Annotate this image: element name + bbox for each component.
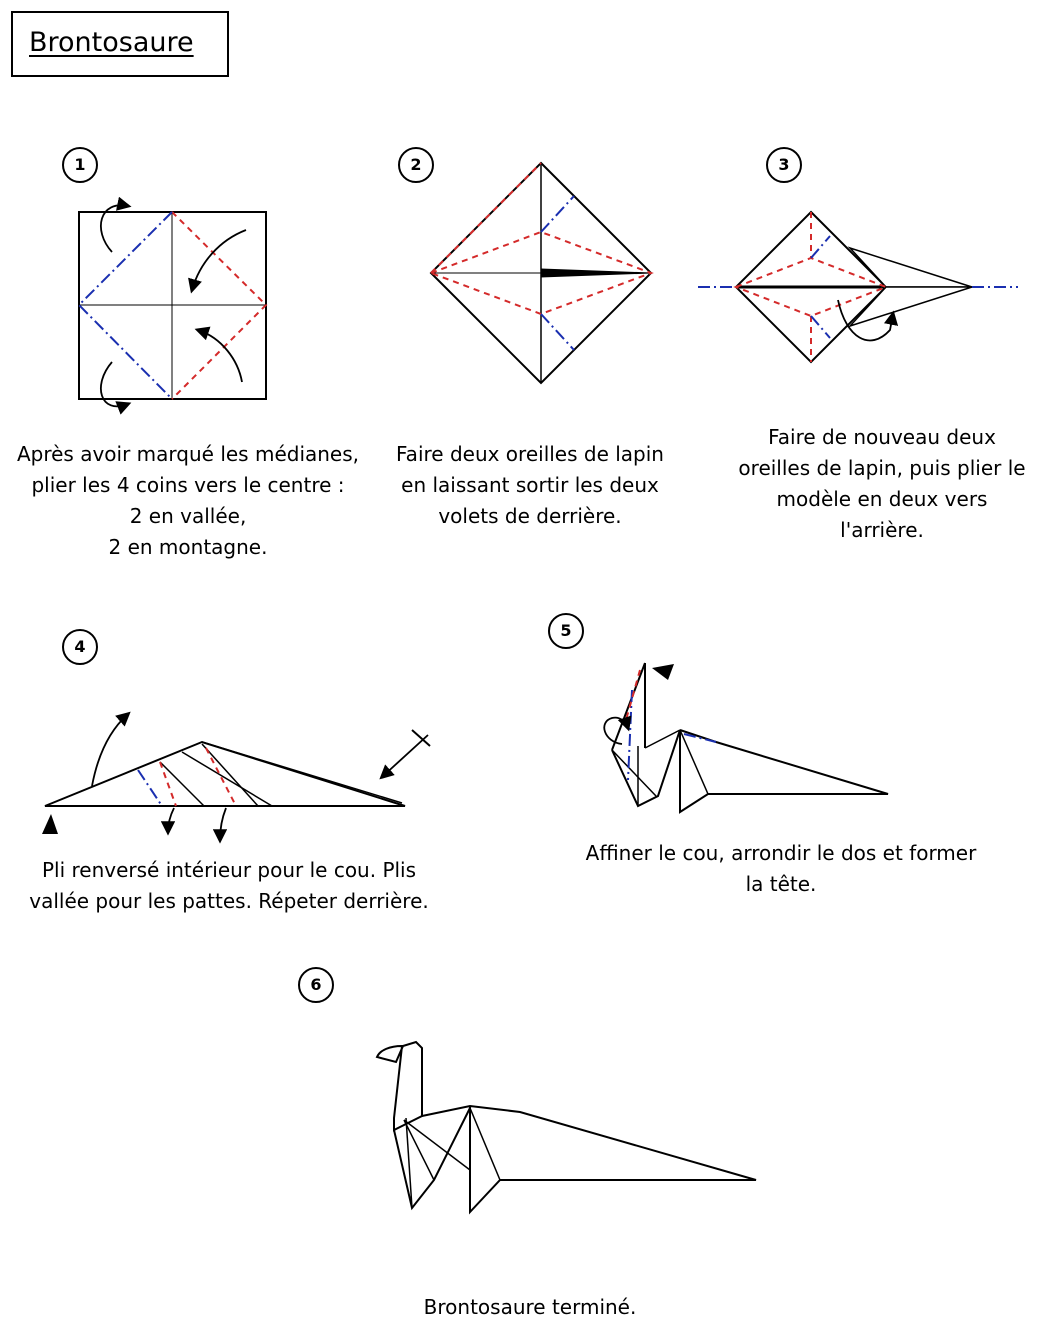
- step-3-caption-line: l'arrière.: [840, 518, 924, 542]
- step-6-number: 6: [298, 967, 334, 1003]
- valley-fold-line: [733, 256, 889, 318]
- curved-arrow: [160, 807, 176, 836]
- valley-fold-line: [171, 211, 268, 400]
- x-mark: [411, 729, 431, 747]
- crease-line: [181, 751, 273, 807]
- step-2-caption-line: en laissant sortir les deux: [401, 473, 659, 497]
- step-3-caption-line: modèle en deux vers: [776, 487, 988, 511]
- step-1-caption-line: 2 en vallée,: [129, 504, 247, 528]
- step-1-diagram: [77, 196, 268, 415]
- mountain-fold-line: [540, 195, 575, 233]
- step-2-number: 2: [398, 147, 434, 183]
- mountain-fold-line: [810, 235, 831, 259]
- step-5-caption: Affiner le cou, arrondir le dos et forme…: [556, 838, 1006, 900]
- body: [679, 729, 889, 814]
- crease-line: [405, 1117, 413, 1209]
- step-5-caption-line: la tête.: [745, 872, 817, 896]
- step-5-number: 5: [548, 613, 584, 649]
- flap: [540, 268, 652, 278]
- step-5-diagram: [603, 662, 889, 814]
- curved-arrow: [91, 711, 131, 787]
- title-box: Brontosaure: [11, 11, 229, 77]
- step-4-caption-line: vallée pour les pattes. Répeter derrière…: [29, 889, 429, 913]
- flap: [847, 286, 973, 328]
- crease-line: [644, 729, 681, 749]
- step-2-caption-line: volets de derrière.: [438, 504, 622, 528]
- step-1-number: 1: [62, 147, 98, 183]
- mountain-fold-line: [627, 689, 633, 781]
- curved-arrow: [212, 807, 228, 844]
- crease-line: [403, 1119, 435, 1181]
- step-1-caption-line: Après avoir marqué les médianes,: [16, 442, 360, 466]
- body: [421, 1104, 757, 1215]
- step-1-caption: Après avoir marqué les médianes, plier l…: [10, 439, 366, 563]
- front-leg: [393, 1107, 471, 1211]
- valley-fold-line: [625, 669, 641, 721]
- page-title: Brontosaure: [29, 27, 194, 58]
- mountain-fold-line: [137, 769, 163, 807]
- step-3-number: 3: [766, 147, 802, 183]
- crease-line: [679, 729, 709, 795]
- mountain-fold-line: [810, 315, 831, 339]
- folded-model: [44, 740, 406, 807]
- crease-line: [159, 761, 205, 807]
- valley-fold-line: [430, 162, 542, 274]
- step-6-caption: Brontosaure terminé.: [380, 1292, 680, 1323]
- step-5-caption-line: Affiner le cou, arrondir le dos et forme…: [585, 841, 977, 865]
- step-6-diagram: [375, 1040, 757, 1215]
- curved-arrow: [188, 229, 247, 294]
- crease-line: [403, 1119, 471, 1171]
- step-2-diagram: [428, 161, 654, 385]
- crease-line: [611, 749, 657, 797]
- crease-line: [201, 741, 403, 804]
- head-neck: [375, 1040, 423, 1132]
- step-4-caption: Pli renversé intérieur pour le cou. Plis…: [10, 855, 448, 917]
- step-4-caption-line: Pli renversé intérieur pour le cou. Plis: [41, 858, 417, 882]
- curved-arrow: [194, 326, 243, 383]
- crease-line: [201, 743, 259, 807]
- flap: [847, 246, 973, 288]
- neck-edge: [611, 662, 646, 751]
- step-2-caption: Faire deux oreilles de lapin en laissant…: [380, 439, 680, 532]
- step-4-diagram: [42, 711, 431, 844]
- step-1-caption-line: 2 en montagne.: [108, 535, 268, 559]
- step-3-caption-line: Faire de nouveau deux: [768, 425, 996, 449]
- step-2-caption-line: Faire deux oreilles de lapin: [396, 442, 664, 466]
- step-3-caption-line: oreilles de lapin, puis plier le: [738, 456, 1026, 480]
- step-3-caption: Faire de nouveau deux oreilles de lapin,…: [724, 422, 1040, 546]
- push-arrow-icon: [652, 664, 674, 680]
- curved-arrow: [603, 715, 632, 745]
- valley-fold-line: [428, 230, 654, 316]
- step-1-caption-line: plier les 4 coins vers le centre :: [31, 473, 345, 497]
- straight-arrow: [379, 734, 429, 780]
- curved-arrow: [100, 196, 132, 253]
- step-4-number: 4: [62, 629, 98, 665]
- step-3-diagram: [698, 210, 1018, 364]
- step-6-caption-line: Brontosaure terminé.: [423, 1295, 637, 1319]
- mountain-fold-line: [683, 733, 717, 743]
- crease-line: [469, 1107, 501, 1181]
- curved-arrow: [837, 299, 899, 342]
- mountain-fold-line: [540, 313, 575, 351]
- push-arrow-icon: [42, 814, 58, 834]
- front-leg: [611, 729, 681, 808]
- curved-arrow: [100, 361, 132, 415]
- valley-fold-line: [159, 761, 177, 807]
